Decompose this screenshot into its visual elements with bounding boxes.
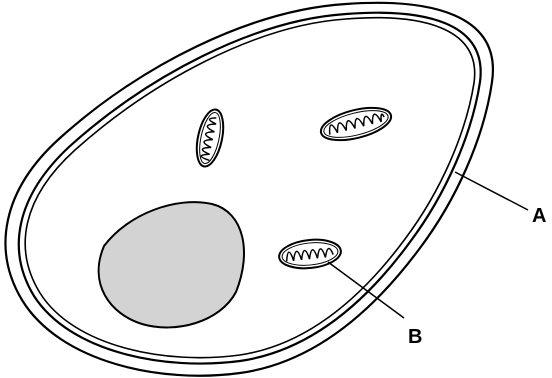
- label-a: A: [532, 205, 546, 227]
- leader-line-a: [455, 172, 528, 210]
- cell-membrane: [25, 18, 474, 358]
- label-b: B: [408, 326, 422, 348]
